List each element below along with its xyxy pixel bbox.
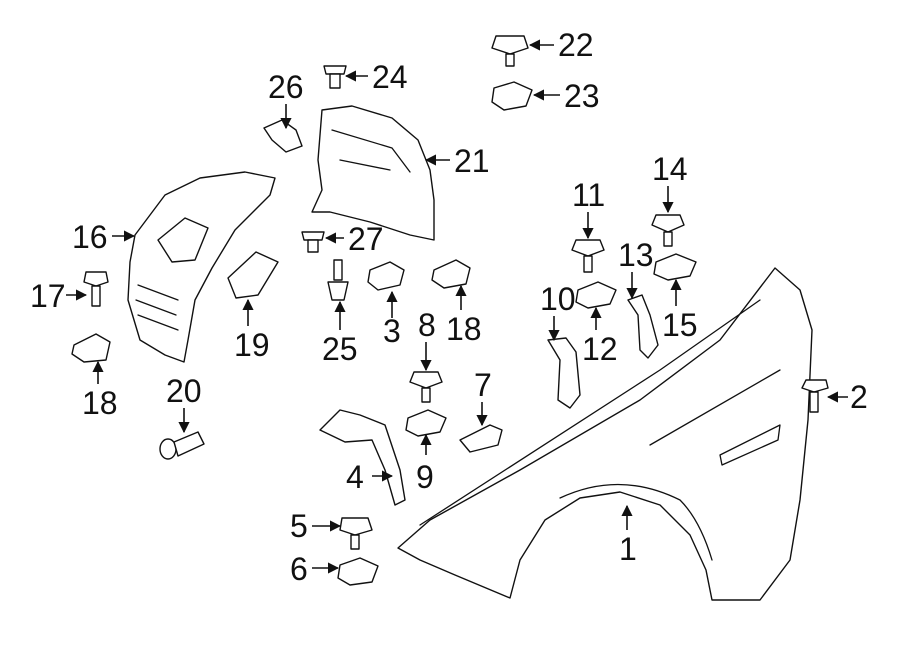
- callout-25: 25: [322, 331, 358, 367]
- callout-17: 17: [30, 278, 66, 314]
- callout-26: 26: [268, 69, 304, 105]
- callout-9: 9: [416, 459, 434, 495]
- bolt-part-17[interactable]: [83, 271, 109, 307]
- callout-1: 1: [619, 531, 637, 567]
- clip-nut-part-12[interactable]: [575, 281, 617, 309]
- callout-16: 16: [72, 219, 108, 255]
- callout-4: 4: [346, 459, 364, 495]
- callout-18-right: 18: [446, 311, 482, 347]
- callout-12: 12: [582, 331, 618, 367]
- bolt-part-22[interactable]: [491, 35, 529, 67]
- callout-8: 8: [418, 307, 436, 343]
- bolt-part-8[interactable]: [409, 371, 443, 403]
- callout-23: 23: [564, 78, 600, 114]
- clip-nut-part-6[interactable]: [337, 557, 379, 586]
- inner-panel-part-21[interactable]: [311, 105, 435, 241]
- callout-21: 21: [454, 143, 490, 179]
- callout-2: 2: [850, 379, 868, 415]
- push-pin-part-27[interactable]: [301, 231, 325, 253]
- callout-19: 19: [234, 327, 270, 363]
- push-clip-part-25[interactable]: [327, 259, 349, 301]
- callout-labels: 1 2 3 4 5 6 7 8 9 10 11 12 13 14 15 16 1…: [30, 27, 868, 587]
- cover-part-19[interactable]: [227, 251, 279, 299]
- fender-part-1[interactable]: [397, 267, 813, 601]
- bolt-part-11[interactable]: [571, 239, 605, 273]
- wheel-liner-part-16[interactable]: [127, 171, 276, 363]
- callout-3: 3: [383, 313, 401, 349]
- callout-5: 5: [290, 508, 308, 544]
- clip-nut-part-23[interactable]: [491, 81, 533, 111]
- bracket-part-10[interactable]: [547, 337, 581, 409]
- bolt-part-14[interactable]: [651, 214, 685, 247]
- clip-nut-part-18-right[interactable]: [431, 259, 471, 289]
- bracket-part-26[interactable]: [263, 119, 303, 153]
- screw-part-20[interactable]: [159, 431, 205, 460]
- callout-15: 15: [662, 307, 698, 343]
- bolt-part-5[interactable]: [339, 517, 373, 550]
- leader-arrows: [66, 39, 848, 574]
- callout-11: 11: [572, 177, 605, 213]
- callout-22: 22: [558, 27, 594, 63]
- callout-13: 13: [618, 237, 654, 273]
- bracket-part-4[interactable]: [319, 409, 406, 506]
- bolt-part-2[interactable]: [801, 379, 829, 413]
- callout-18-left: 18: [82, 385, 118, 421]
- clip-nut-part-15[interactable]: [653, 253, 697, 281]
- callout-10: 10: [540, 281, 576, 317]
- callout-27: 27: [348, 221, 384, 257]
- callout-7: 7: [474, 367, 492, 403]
- callout-14: 14: [652, 151, 688, 187]
- push-pin-part-24[interactable]: [323, 65, 347, 89]
- clip-nut-part-3[interactable]: [367, 261, 405, 291]
- bracket-part-13[interactable]: [627, 294, 659, 359]
- bracket-part-7[interactable]: [459, 424, 503, 453]
- clip-nut-part-9[interactable]: [405, 409, 447, 437]
- callout-24: 24: [372, 59, 408, 95]
- callout-6: 6: [290, 551, 308, 587]
- clip-nut-part-18-left[interactable]: [71, 333, 111, 363]
- callout-20: 20: [166, 373, 202, 409]
